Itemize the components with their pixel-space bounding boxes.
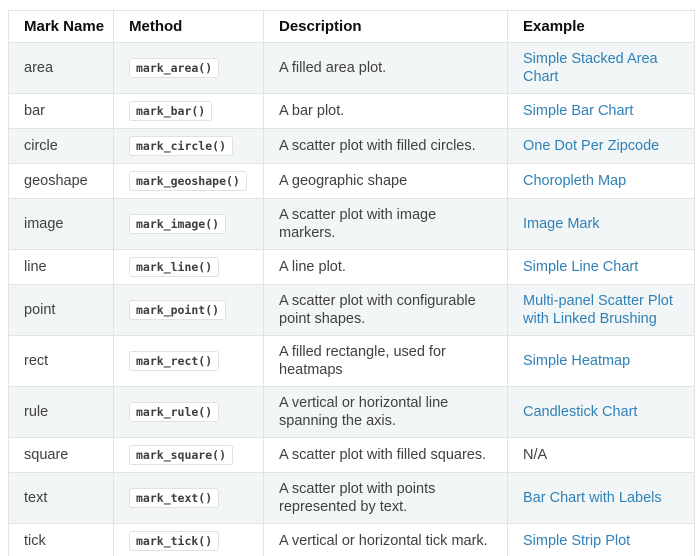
mark-name-cell: area [8,42,114,94]
method-cell: mark_area() [113,42,264,94]
mark-name-cell: rect [8,335,114,387]
mark-name-cell: tick [8,523,114,556]
example-cell: Simple Heatmap [507,335,695,387]
example-link[interactable]: Image Mark [523,216,600,232]
method-cell: mark_point() [113,284,264,336]
header-row: Mark Name Method Description Example [8,10,695,43]
description-cell: A filled rectangle, used for heatmaps [263,335,508,387]
column-header-description: Description [263,10,508,43]
description-cell: A vertical or horizontal line spanning t… [263,386,508,438]
description-cell: A scatter plot with filled circles. [263,128,508,164]
column-header-example: Example [507,10,695,43]
table-row-rule: rule mark_rule() A vertical or horizonta… [8,386,695,438]
table-row-line: line mark_line() A line plot. Simple Lin… [8,249,695,285]
method-code: mark_text() [129,488,220,508]
example-link[interactable]: Simple Heatmap [523,353,631,369]
example-link[interactable]: Choropleth Map [523,173,627,189]
example-link[interactable]: One Dot Per Zipcode [523,138,660,154]
example-text: N/A [523,447,548,463]
example-cell: Multi-panel Scatter Plot with Linked Bru… [507,284,695,336]
description-cell: A vertical or horizontal tick mark. [263,523,508,556]
description-cell: A geographic shape [263,163,508,199]
table-row-bar: bar mark_bar() A bar plot. Simple Bar Ch… [8,93,695,129]
table-row-image: image mark_image() A scatter plot with i… [8,198,695,250]
example-cell: N/A [507,437,695,473]
marks-table: Mark Name Method Description Example are… [8,10,695,556]
example-cell: One Dot Per Zipcode [507,128,695,164]
example-cell: Simple Strip Plot [507,523,695,556]
description-cell: A bar plot. [263,93,508,129]
table-row-circle: circle mark_circle() A scatter plot with… [8,128,695,164]
mark-name-cell: square [8,437,114,473]
mark-name-cell: line [8,249,114,285]
example-cell: Simple Line Chart [507,249,695,285]
description-cell: A scatter plot with filled squares. [263,437,508,473]
table-row-tick: tick mark_tick() A vertical or horizonta… [8,523,695,556]
method-code: mark_circle() [129,136,234,156]
table-row-text: text mark_text() A scatter plot with poi… [8,472,695,524]
mark-name-cell: text [8,472,114,524]
mark-name-cell: geoshape [8,163,114,199]
method-cell: mark_line() [113,249,264,285]
description-cell: A scatter plot with configurable point s… [263,284,508,336]
method-code: mark_bar() [129,101,213,121]
example-link[interactable]: Simple Line Chart [523,259,639,275]
mark-name-cell: circle [8,128,114,164]
example-cell: Simple Stacked Area Chart [507,42,695,94]
method-cell: mark_rule() [113,386,264,438]
mark-name-cell: bar [8,93,114,129]
example-link[interactable]: Simple Stacked Area Chart [523,51,658,85]
example-link[interactable]: Bar Chart with Labels [523,490,662,506]
example-cell: Bar Chart with Labels [507,472,695,524]
method-code: mark_rect() [129,351,220,371]
method-code: mark_image() [129,214,227,234]
table-row-square: square mark_square() A scatter plot with… [8,437,695,473]
description-cell: A line plot. [263,249,508,285]
method-cell: mark_bar() [113,93,264,129]
description-cell: A scatter plot with image markers. [263,198,508,250]
method-cell: mark_rect() [113,335,264,387]
table-row-geoshape: geoshape mark_geoshape() A geographic sh… [8,163,695,199]
method-cell: mark_square() [113,437,264,473]
method-cell: mark_text() [113,472,264,524]
example-cell: Image Mark [507,198,695,250]
method-code: mark_rule() [129,402,220,422]
column-header-mark-name: Mark Name [8,10,114,43]
table-row-point: point mark_point() A scatter plot with c… [8,284,695,336]
mark-name-cell: point [8,284,114,336]
column-header-method: Method [113,10,264,43]
example-cell: Choropleth Map [507,163,695,199]
mark-name-cell: rule [8,386,114,438]
method-code: mark_square() [129,445,234,465]
mark-name-cell: image [8,198,114,250]
method-code: mark_area() [129,58,220,78]
method-code: mark_geoshape() [129,171,247,191]
method-code: mark_tick() [129,531,220,551]
example-link[interactable]: Simple Strip Plot [523,533,631,549]
description-cell: A filled area plot. [263,42,508,94]
example-link[interactable]: Simple Bar Chart [523,103,634,119]
table-row-rect: rect mark_rect() A filled rectangle, use… [8,335,695,387]
example-cell: Simple Bar Chart [507,93,695,129]
method-code: mark_line() [129,257,220,277]
description-cell: A scatter plot with points represented b… [263,472,508,524]
method-cell: mark_geoshape() [113,163,264,199]
method-cell: mark_circle() [113,128,264,164]
example-link[interactable]: Candlestick Chart [523,404,638,420]
method-cell: mark_tick() [113,523,264,556]
method-code: mark_point() [129,300,227,320]
method-cell: mark_image() [113,198,264,250]
example-link[interactable]: Multi-panel Scatter Plot with Linked Bru… [523,293,673,327]
example-cell: Candlestick Chart [507,386,695,438]
table-row-area: area mark_area() A filled area plot. Sim… [8,42,695,94]
